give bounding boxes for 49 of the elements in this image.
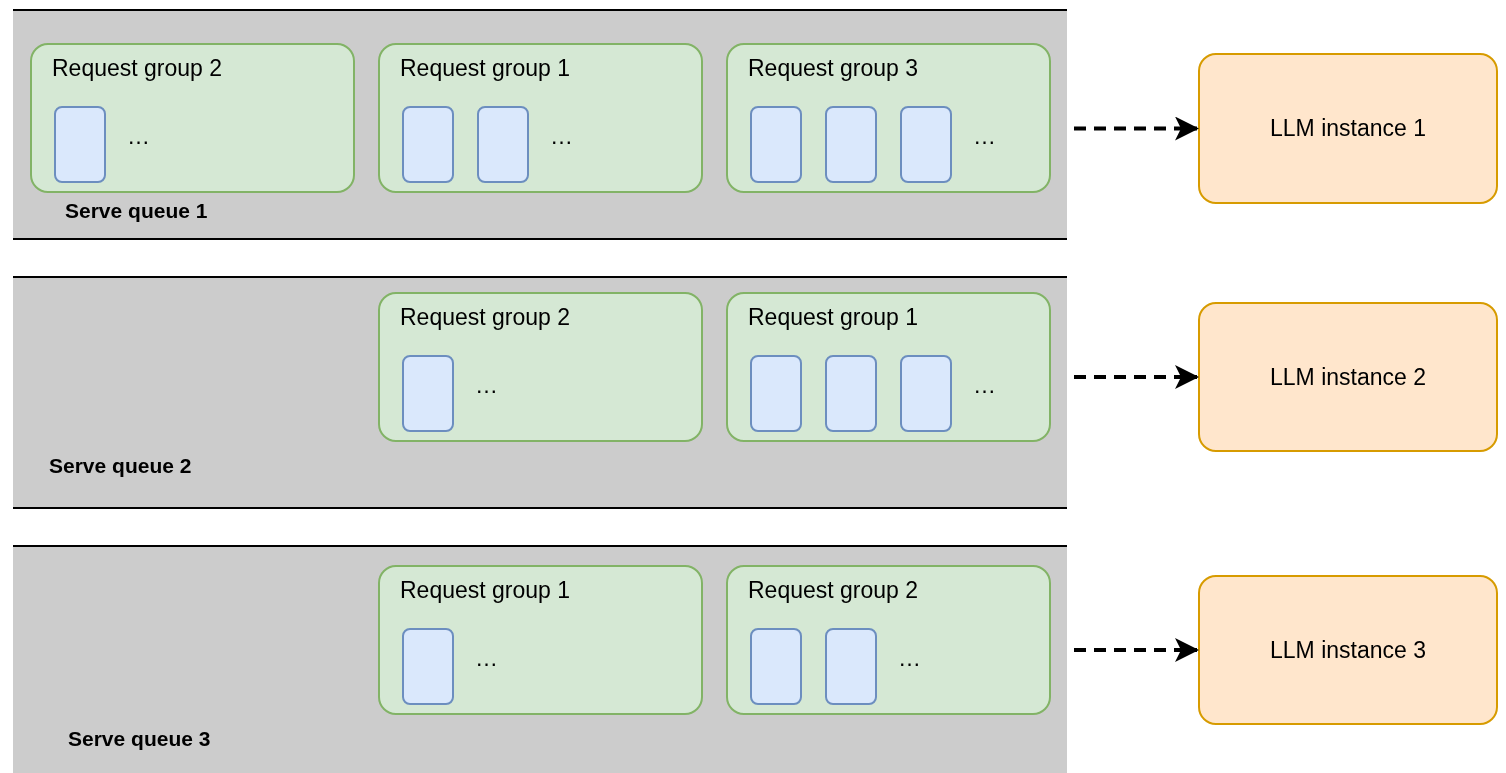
ellipsis: …	[475, 645, 498, 672]
request-group-box	[378, 292, 703, 442]
instance-label: LLM instance 3	[1270, 636, 1426, 664]
group-title: Request group 1	[748, 304, 919, 331]
ellipsis: …	[973, 123, 996, 150]
request-box	[54, 106, 106, 183]
dashed-arrow	[1074, 365, 1199, 389]
queue-label: Serve queue 3	[68, 727, 211, 751]
instance-label: LLM instance 1	[1270, 115, 1426, 142]
serve-queue-band	[13, 276, 1067, 509]
dashed-arrow	[1074, 638, 1199, 662]
group-title: Request group 2	[52, 55, 223, 82]
request-box	[477, 106, 529, 183]
queue-label: Serve queue 2	[49, 454, 192, 478]
serve-queue-band	[13, 9, 1067, 240]
request-box	[825, 628, 877, 705]
request-group-box	[726, 292, 1051, 442]
group-title: Request group 1	[400, 577, 571, 604]
ellipsis: …	[127, 123, 150, 150]
ellipsis: …	[475, 372, 498, 399]
ellipsis: …	[973, 372, 996, 399]
group-title: Request group 1	[400, 55, 571, 82]
request-box	[900, 355, 952, 432]
llm-instance-box	[1198, 302, 1498, 452]
ellipsis: …	[898, 645, 921, 672]
queue-label: Serve queue 1	[65, 199, 208, 223]
request-box	[825, 106, 877, 183]
serve-queue-band	[13, 545, 1067, 773]
request-box	[402, 628, 454, 705]
group-title: Request group 2	[400, 304, 571, 331]
request-box	[750, 106, 802, 183]
llm-instance-box	[1198, 53, 1498, 204]
group-title: Request group 2	[748, 577, 919, 604]
request-group-box	[30, 43, 355, 193]
request-box	[750, 628, 802, 705]
request-box	[900, 106, 952, 183]
request-box	[750, 355, 802, 432]
llm-instance-box	[1198, 575, 1498, 725]
request-box	[402, 106, 454, 183]
group-title: Request group 3	[748, 55, 919, 82]
request-group-box	[726, 565, 1051, 715]
request-box	[825, 355, 877, 432]
request-group-box	[378, 43, 703, 193]
instance-label: LLM instance 2	[1270, 363, 1426, 391]
request-box	[402, 355, 454, 432]
dashed-arrow	[1074, 116, 1199, 141]
request-group-box	[378, 565, 703, 715]
request-group-box	[726, 43, 1051, 193]
ellipsis: …	[550, 123, 573, 150]
